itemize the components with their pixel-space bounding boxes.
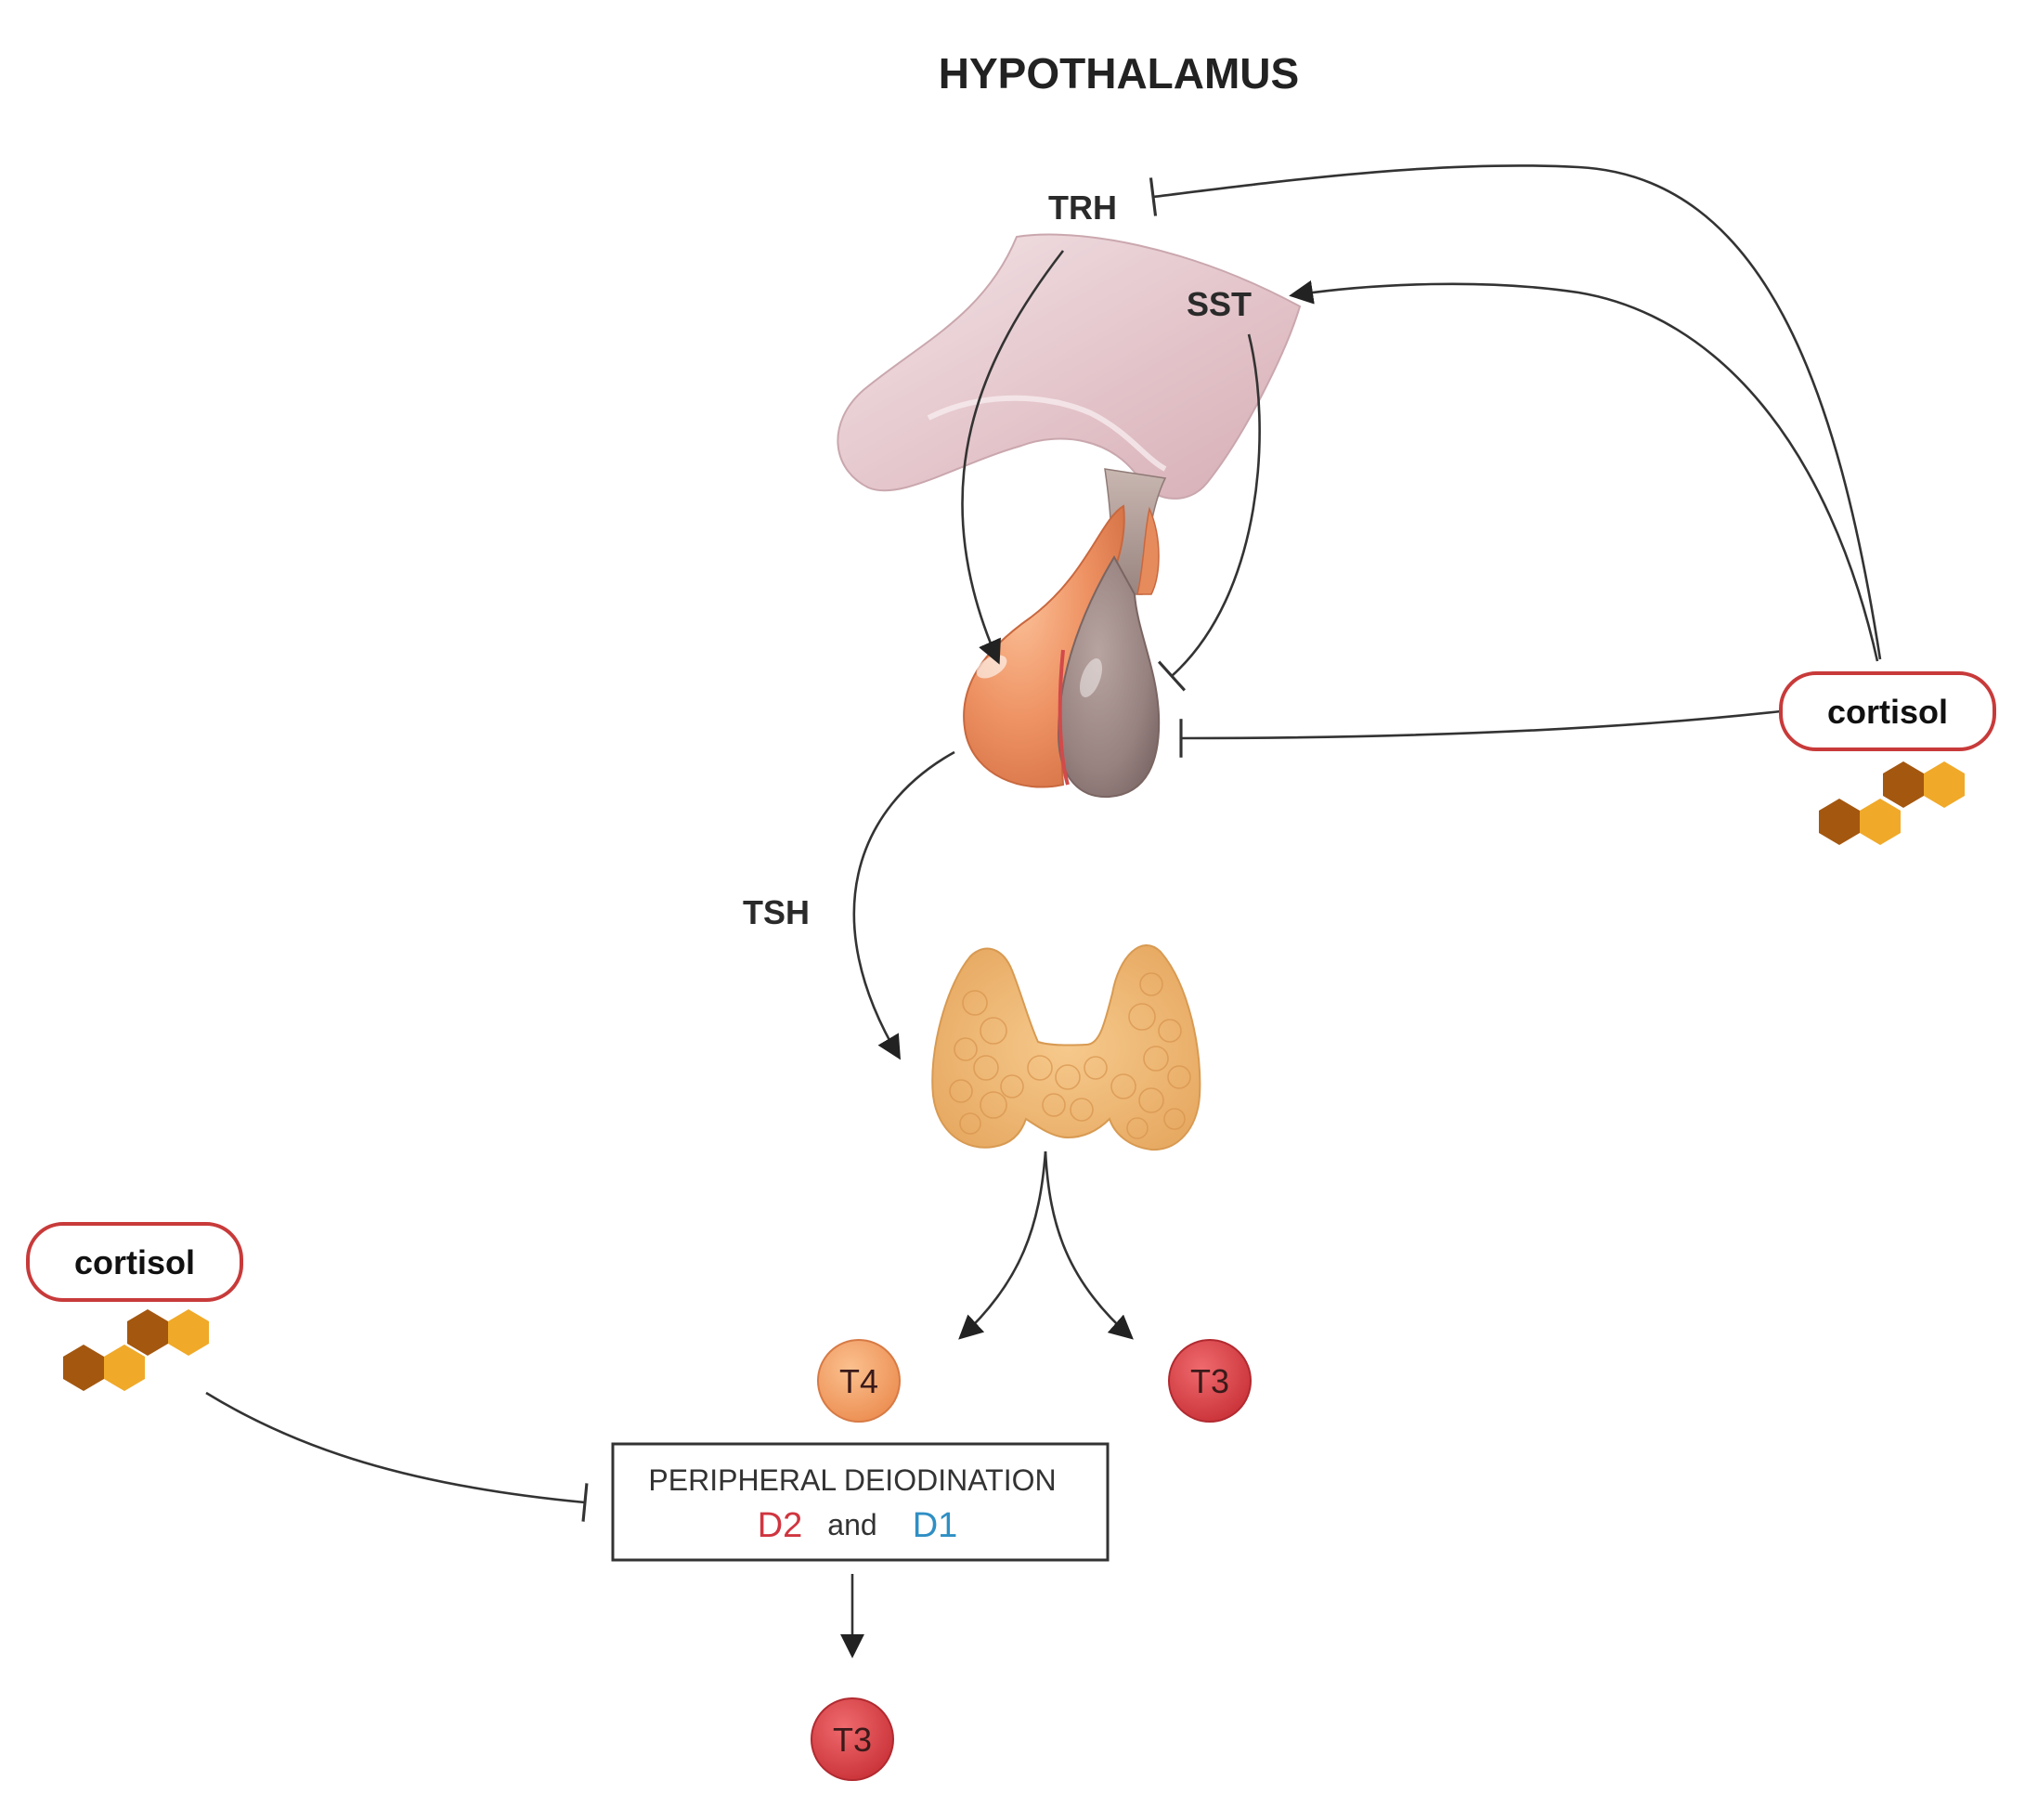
cortisol-bottom-molecule-icon	[63, 1309, 209, 1391]
t3-bottom-molecule: T3	[811, 1697, 894, 1781]
deiodination-heading: PERIPHERAL DEIODINATION	[648, 1463, 1056, 1497]
trh-label: TRH	[1048, 188, 1117, 227]
t3-bottom-label: T3	[833, 1721, 872, 1759]
hypothalamus-illustration	[837, 233, 1302, 799]
cortisol-top-label: cortisol	[1827, 693, 1948, 731]
t4-label: T4	[839, 1362, 878, 1400]
t3-right-molecule: T3	[1168, 1339, 1252, 1423]
cortisol-top-group: cortisol	[1779, 671, 1996, 845]
trh-arrow	[961, 250, 1065, 665]
diagram-title: HYPOTHALAMUS	[939, 49, 1299, 98]
tsh-label: TSH	[743, 893, 810, 931]
cortisol-pituitary-inhibition-line	[1179, 709, 1782, 758]
sst-label: SST	[1187, 285, 1252, 323]
cortisol-deiodination-inhibition-line	[205, 1391, 589, 1522]
cortisol-top-molecule-icon	[1819, 761, 1965, 845]
cortisol-bottom-label: cortisol	[74, 1243, 195, 1281]
sst-inhibition-line	[1157, 333, 1261, 692]
d1-label: D1	[913, 1506, 958, 1545]
cortisol-sst-arrow	[1289, 280, 1879, 662]
and-label: and	[827, 1508, 876, 1541]
cortisol-trh-inhibition-line	[1149, 164, 1882, 660]
t4-molecule: T4	[817, 1339, 901, 1423]
connector-lines	[205, 164, 1882, 1658]
thyroid-t4-arrow	[958, 1150, 1047, 1340]
cortisol-top-badge	[1779, 671, 1996, 751]
thyroid-gland-illustration	[931, 944, 1201, 1151]
deiodination-box: PERIPHERAL DEIODINATION D2 and D1	[611, 1442, 1110, 1562]
cortisol-bottom-group: cortisol	[26, 1222, 243, 1391]
thyroid-t3-arrow	[1044, 1150, 1134, 1340]
d2-label: D2	[758, 1506, 803, 1545]
t3-right-label: T3	[1190, 1362, 1229, 1400]
tsh-arrow	[852, 750, 955, 1060]
cortisol-bottom-badge	[26, 1222, 243, 1302]
